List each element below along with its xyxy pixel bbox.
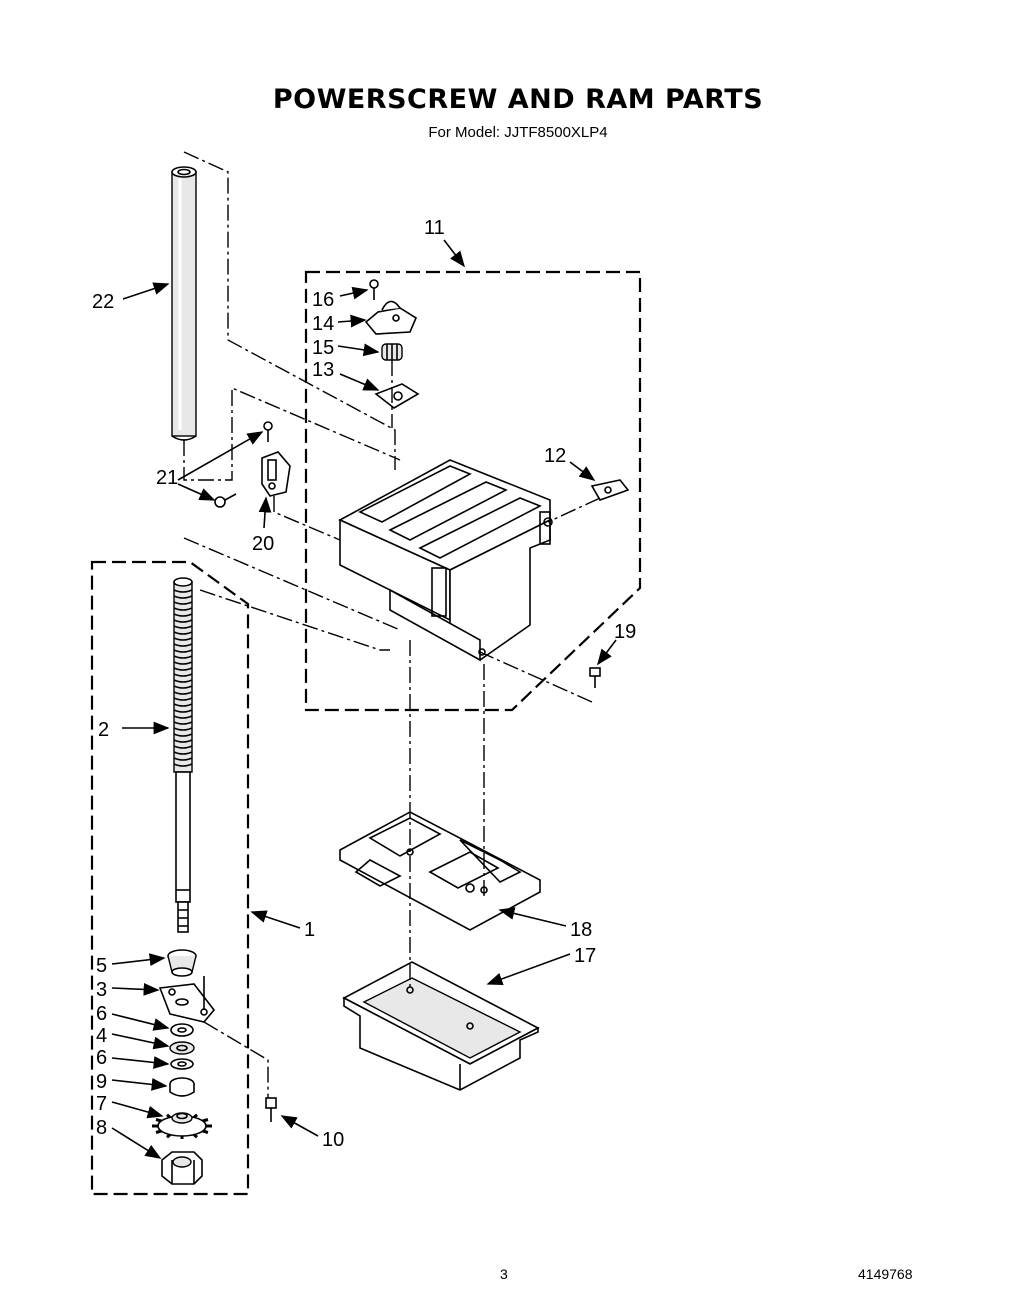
callout-10: 10 (322, 1129, 344, 1151)
screw-thread (173, 757, 193, 761)
page-number: 3 (500, 1266, 508, 1282)
part-7-sprocket (152, 1112, 212, 1139)
alignment-line-1a (183, 537, 401, 631)
part-4-bearing (169, 1041, 195, 1055)
callout-15: 15 (312, 337, 334, 359)
callout-8: 8 (96, 1117, 107, 1139)
callout-16: 16 (312, 289, 334, 311)
part-2-power-screw (173, 577, 193, 933)
callout-1: 1 (304, 919, 315, 941)
part-9-spacer (169, 1077, 195, 1097)
screw-thread (173, 625, 193, 629)
part-10-screw (265, 1097, 277, 1122)
screw-thread (173, 751, 193, 755)
sprocket-tooth (202, 1118, 209, 1123)
callout-12: 12 (544, 445, 566, 467)
alignment-line-1b (199, 589, 390, 651)
screw-thread (173, 649, 193, 653)
alignment-line-10 (203, 1021, 269, 1100)
assembly-1-boundary (90, 560, 250, 1196)
part-12-clip (590, 479, 630, 501)
sprocket-tooth (202, 1129, 209, 1134)
callout-6-lower: 6 (96, 1047, 107, 1069)
alignment-line-22 (183, 151, 396, 470)
sprocket-tooth (155, 1118, 162, 1123)
part-22-tube (171, 166, 197, 441)
model-subtitle: For Model: JJTF8500XLP4 (428, 124, 608, 141)
part-16-screw (369, 279, 379, 300)
screw-thread (173, 721, 193, 725)
screw-thread (173, 739, 193, 743)
document-number: 4149768 (858, 1266, 913, 1282)
screw-thread (173, 697, 193, 701)
callout-leaders (111, 239, 617, 1159)
screw-thread (173, 595, 193, 599)
callout-14: 14 (312, 313, 334, 335)
callout-13: 13 (312, 359, 334, 381)
callout-6-upper: 6 (96, 1003, 107, 1025)
screw-thread (173, 655, 193, 659)
screw-thread (173, 745, 193, 749)
screw-thread (173, 673, 193, 677)
screw-thread (173, 709, 193, 713)
alignment-line-21 (183, 386, 401, 481)
callout-5: 5 (96, 955, 107, 977)
screw-thread (173, 691, 193, 695)
part-5-bearing (167, 949, 197, 977)
callout-11: 11 (424, 217, 445, 239)
screw-thread (173, 643, 193, 647)
page-title: POWERSCREW AND RAM PARTS (272, 84, 764, 115)
assembly-11-boundary (304, 270, 642, 712)
part-17-tray (342, 961, 540, 1091)
part-21-screw-top (263, 421, 273, 442)
alignment-line-20 (273, 496, 341, 541)
screw-thread (173, 631, 193, 635)
callout-3: 3 (96, 979, 107, 1001)
screw-thread (173, 727, 193, 731)
sprocket-tooth (155, 1129, 162, 1134)
screw-thread (173, 637, 193, 641)
part-19-screw (589, 667, 601, 688)
callout-21: 21 (156, 467, 178, 489)
sprocket-tooth (166, 1113, 171, 1119)
part-8-nut (161, 1151, 203, 1185)
sprocket-tooth (166, 1133, 171, 1139)
part-13-plate (374, 383, 420, 409)
screw-thread (173, 667, 193, 671)
callout-2: 2 (98, 719, 109, 741)
screw-thread (173, 763, 193, 767)
part-6-washer-upper (170, 1023, 194, 1037)
callout-20: 20 (252, 533, 274, 555)
part-21-screw-side (214, 493, 237, 508)
callout-4: 4 (96, 1025, 107, 1047)
screw-thread (173, 589, 193, 593)
screw-thread (173, 613, 193, 617)
callout-17: 17 (574, 945, 596, 967)
part-3-plate (158, 983, 216, 1023)
alignment-line-12 (547, 497, 601, 523)
screw-thread (173, 715, 193, 719)
part-20-bracket (261, 451, 291, 497)
part-6-washer-lower (170, 1058, 194, 1070)
screw-thread (173, 601, 193, 605)
screw-thread (173, 679, 193, 683)
callout-9: 9 (96, 1071, 107, 1093)
part-15-coupler (381, 343, 403, 361)
callout-19: 19 (614, 621, 636, 643)
callout-7: 7 (96, 1093, 107, 1115)
ram-housing (338, 459, 553, 662)
callout-18: 18 (570, 919, 592, 941)
screw-thread (173, 685, 193, 689)
screw-thread (173, 607, 193, 611)
callout-22: 22 (92, 291, 114, 313)
part-14-mount (364, 300, 418, 335)
sprocket-tooth (193, 1133, 198, 1139)
alignment-line-19 (479, 651, 593, 703)
sprocket-tooth (193, 1113, 198, 1119)
screw-thread (173, 703, 193, 707)
screw-thread (173, 619, 193, 623)
screw-thread (173, 733, 193, 737)
screw-thread (173, 661, 193, 665)
